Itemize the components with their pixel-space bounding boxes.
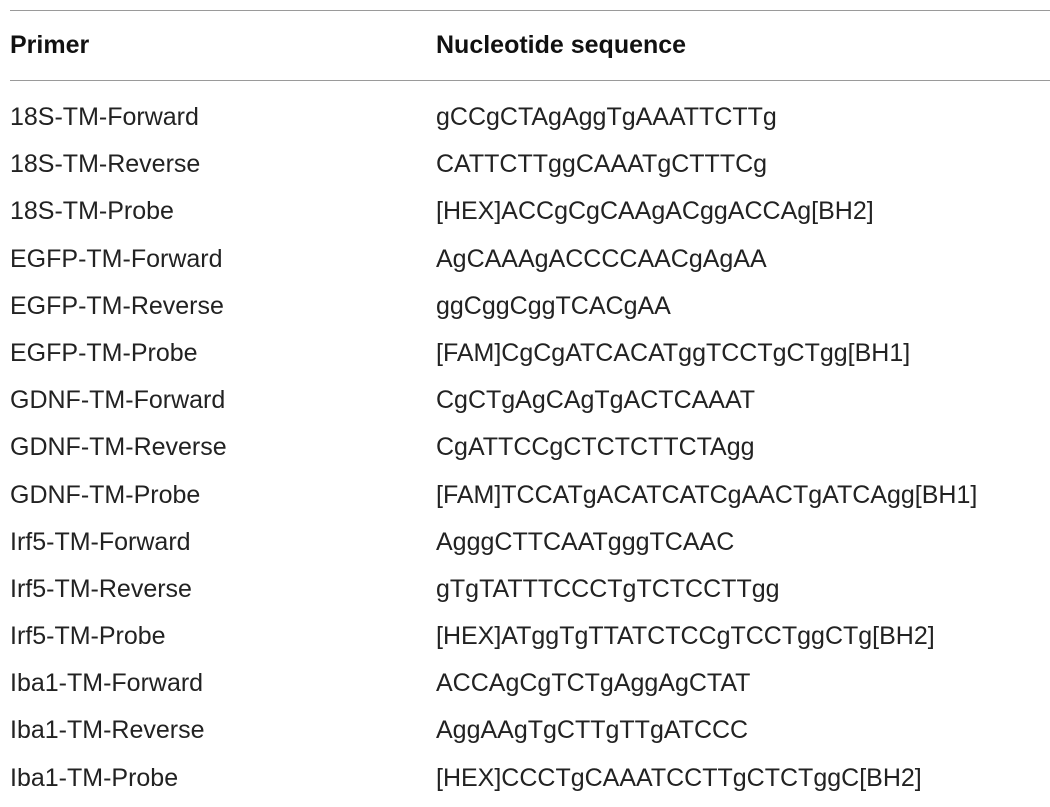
table-row: EGFP-TM-Reverse ggCggCggTCACgAA bbox=[0, 283, 1050, 330]
table-row: EGFP-TM-Probe [FAM]CgCgATCACATggTCCTgCTg… bbox=[0, 330, 1050, 377]
table-row: Irf5-TM-Reverse gTgTATTTCCCTgTCTCCTTgg bbox=[0, 566, 1050, 613]
primer-name: 18S-TM-Probe bbox=[10, 197, 174, 226]
table-row: 18S-TM-Probe [HEX]ACCgCgCAAgACggACCAg[BH… bbox=[0, 188, 1050, 235]
table-row: GDNF-TM-Forward CgCTgAgCAgTgACTCAAAT bbox=[0, 377, 1050, 424]
table-row: 18S-TM-Forward gCCgCTAgAggTgAAATTCTTg bbox=[0, 94, 1050, 141]
primer-name: Irf5-TM-Reverse bbox=[10, 574, 192, 603]
table-row: Irf5-TM-Probe [HEX]ATggTgTTATCTCCgTCCTgg… bbox=[0, 613, 1050, 660]
table-row: Iba1-TM-Forward ACCAgCgTCTgAggAgCTAT bbox=[0, 660, 1050, 707]
nucleotide-sequence: gTgTATTTCCCTgTCTCCTTgg bbox=[436, 574, 780, 603]
nucleotide-sequence: gCCgCTAgAggTgAAATTCTTg bbox=[436, 103, 777, 131]
primer-name: EGFP-TM-Probe bbox=[10, 338, 198, 367]
primer-name: GDNF-TM-Probe bbox=[10, 480, 201, 509]
primer-name: GDNF-TM-Forward bbox=[10, 386, 226, 415]
primer-name: 18S-TM-Reverse bbox=[10, 150, 201, 179]
nucleotide-sequence: AgCAAAgACCCCAACgAgAA bbox=[436, 244, 767, 273]
nucleotide-sequence: AgggCTTCAATgggTCAAC bbox=[436, 527, 735, 556]
nucleotide-sequence: [HEX]ACCgCgCAAgACggACCAg[BH2] bbox=[436, 197, 874, 226]
primer-name: 18S-TM-Forward bbox=[10, 103, 199, 131]
primer-name: Irf5-TM-Forward bbox=[10, 527, 191, 556]
table-row: GDNF-TM-Probe [FAM]TCCATgACATCATCgAACTgA… bbox=[0, 472, 1050, 519]
table-row: GDNF-TM-Reverse CgATTCCgCTCTCTTCTAgg bbox=[0, 424, 1050, 471]
nucleotide-sequence: [HEX]CCCTgCAAATCCTTgCTCTggC[BH2] bbox=[436, 763, 922, 792]
primer-name: EGFP-TM-Reverse bbox=[10, 291, 224, 320]
nucleotide-sequence: [FAM]CgCgATCACATggTCCTgCTgg[BH1] bbox=[436, 338, 911, 367]
table-body: 18S-TM-Forward gCCgCTAgAggTgAAATTCTTg 18… bbox=[0, 94, 1050, 802]
nucleotide-sequence: CgATTCCgCTCTCTTCTAgg bbox=[436, 433, 755, 462]
table-header-row: Primer Nucleotide sequence bbox=[0, 10, 1050, 80]
table-row: Iba1-TM-Reverse AggAAgTgCTTgTTgATCCC bbox=[0, 707, 1050, 754]
table-row: EGFP-TM-Forward AgCAAAgACCCCAACgAgAA bbox=[0, 236, 1050, 283]
primer-name: EGFP-TM-Forward bbox=[10, 244, 223, 273]
nucleotide-sequence: [HEX]ATggTgTTATCTCCgTCCTggCTg[BH2] bbox=[436, 622, 935, 651]
primer-name: Irf5-TM-Probe bbox=[10, 622, 166, 651]
nucleotide-sequence: AggAAgTgCTTgTTgATCCC bbox=[436, 716, 749, 745]
table-row: Irf5-TM-Forward AgggCTTCAATgggTCAAC bbox=[0, 519, 1050, 566]
primer-name: Iba1-TM-Reverse bbox=[10, 716, 205, 745]
nucleotide-sequence: ACCAgCgTCTgAggAgCTAT bbox=[436, 669, 751, 698]
nucleotide-sequence: [FAM]TCCATgACATCATCgAACTgATCAgg[BH1] bbox=[436, 480, 978, 509]
primer-name: GDNF-TM-Reverse bbox=[10, 433, 227, 462]
table-row: Iba1-TM-Probe [HEX]CCCTgCAAATCCTTgCTCTgg… bbox=[0, 755, 1050, 802]
table-top-rule bbox=[10, 10, 1050, 11]
nucleotide-sequence: CATTCTTggCAAATgCTTTCg bbox=[436, 150, 768, 179]
primer-name: Iba1-TM-Forward bbox=[10, 669, 204, 698]
header-primer: Primer bbox=[10, 31, 90, 59]
nucleotide-sequence: ggCggCggTCACgAA bbox=[436, 291, 671, 320]
nucleotide-sequence: CgCTgAgCAgTgACTCAAAT bbox=[436, 386, 756, 415]
table-header-rule bbox=[10, 80, 1050, 81]
header-nucleotide-sequence: Nucleotide sequence bbox=[436, 31, 687, 59]
primer-name: Iba1-TM-Probe bbox=[10, 763, 179, 792]
table-row: 18S-TM-Reverse CATTCTTggCAAATgCTTTCg bbox=[0, 141, 1050, 188]
